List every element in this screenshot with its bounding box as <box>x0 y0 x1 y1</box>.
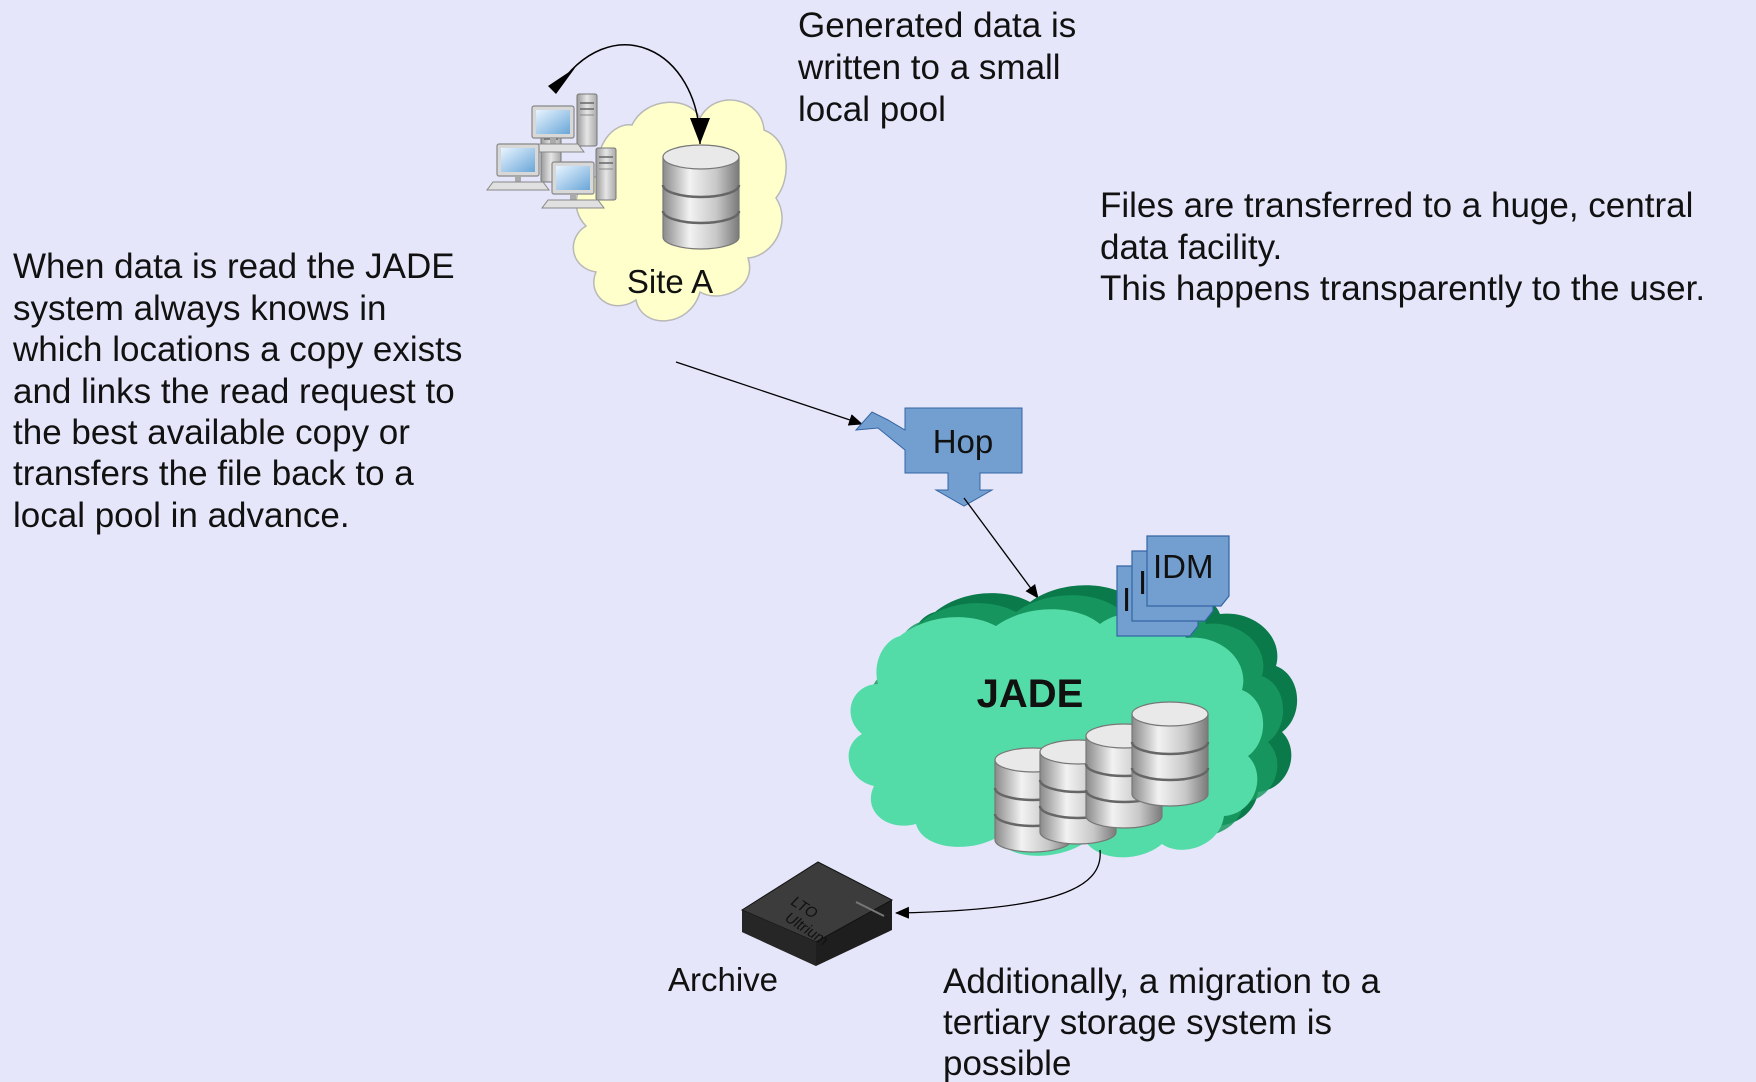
generated-line-1: Generated data is <box>798 6 1076 45</box>
jade-to-archive-arrow <box>895 849 1101 919</box>
migration-line-2: tertiary storage system is <box>943 1003 1332 1042</box>
migration-line-1: Additionally, a migration to a <box>943 962 1381 1001</box>
idm-label-back: I <box>1122 581 1131 618</box>
transfer-note: Files are transferred to a huge, central… <box>1100 186 1705 308</box>
read-line-6: transfers the file back to a <box>13 454 414 493</box>
read-line-5: the best available copy or <box>13 413 410 452</box>
generated-line-3: local pool <box>798 90 946 129</box>
hop-node <box>854 407 1023 507</box>
database-icon <box>661 143 741 251</box>
archive-label: Archive <box>668 961 778 998</box>
transfer-line-3: This happens transparently to the user. <box>1100 269 1705 308</box>
read-line-2: system always knows in <box>13 289 386 328</box>
read-line-1: When data is read the JADE <box>13 247 455 286</box>
local-write-arrowhead-left <box>548 68 575 94</box>
migration-note: Additionally, a migration to a tertiary … <box>943 962 1381 1082</box>
jade-label: JADE <box>977 672 1084 716</box>
transfer-line-1: Files are transferred to a huge, central <box>1100 186 1693 225</box>
site-to-hop-arrow <box>675 361 863 426</box>
read-line-3: which locations a copy exists <box>12 330 462 369</box>
transfer-line-2: data facility. <box>1100 228 1282 267</box>
read-line-7: local pool in advance. <box>13 496 350 535</box>
idm-label-mid: I <box>1138 564 1147 601</box>
local-write-arrowhead-db <box>690 118 710 144</box>
site-a-label: Site A <box>627 263 713 300</box>
idm-label-front: IDM <box>1153 548 1214 585</box>
migration-line-3: possible <box>943 1044 1071 1082</box>
hop-label: Hop <box>933 423 994 460</box>
tape-cartridge-icon: LTO Ultrium <box>740 861 894 966</box>
computer-icon <box>486 93 617 209</box>
generated-data-note: Generated data is written to a small loc… <box>797 6 1076 129</box>
generated-line-2: written to a small <box>797 48 1061 87</box>
read-line-4: and links the read request to <box>13 372 455 411</box>
read-note: When data is read the JADE system always… <box>12 247 462 535</box>
local-write-arrow <box>555 44 701 145</box>
hop-to-jade-arrow <box>963 497 1039 599</box>
idm-stack <box>1116 535 1230 637</box>
